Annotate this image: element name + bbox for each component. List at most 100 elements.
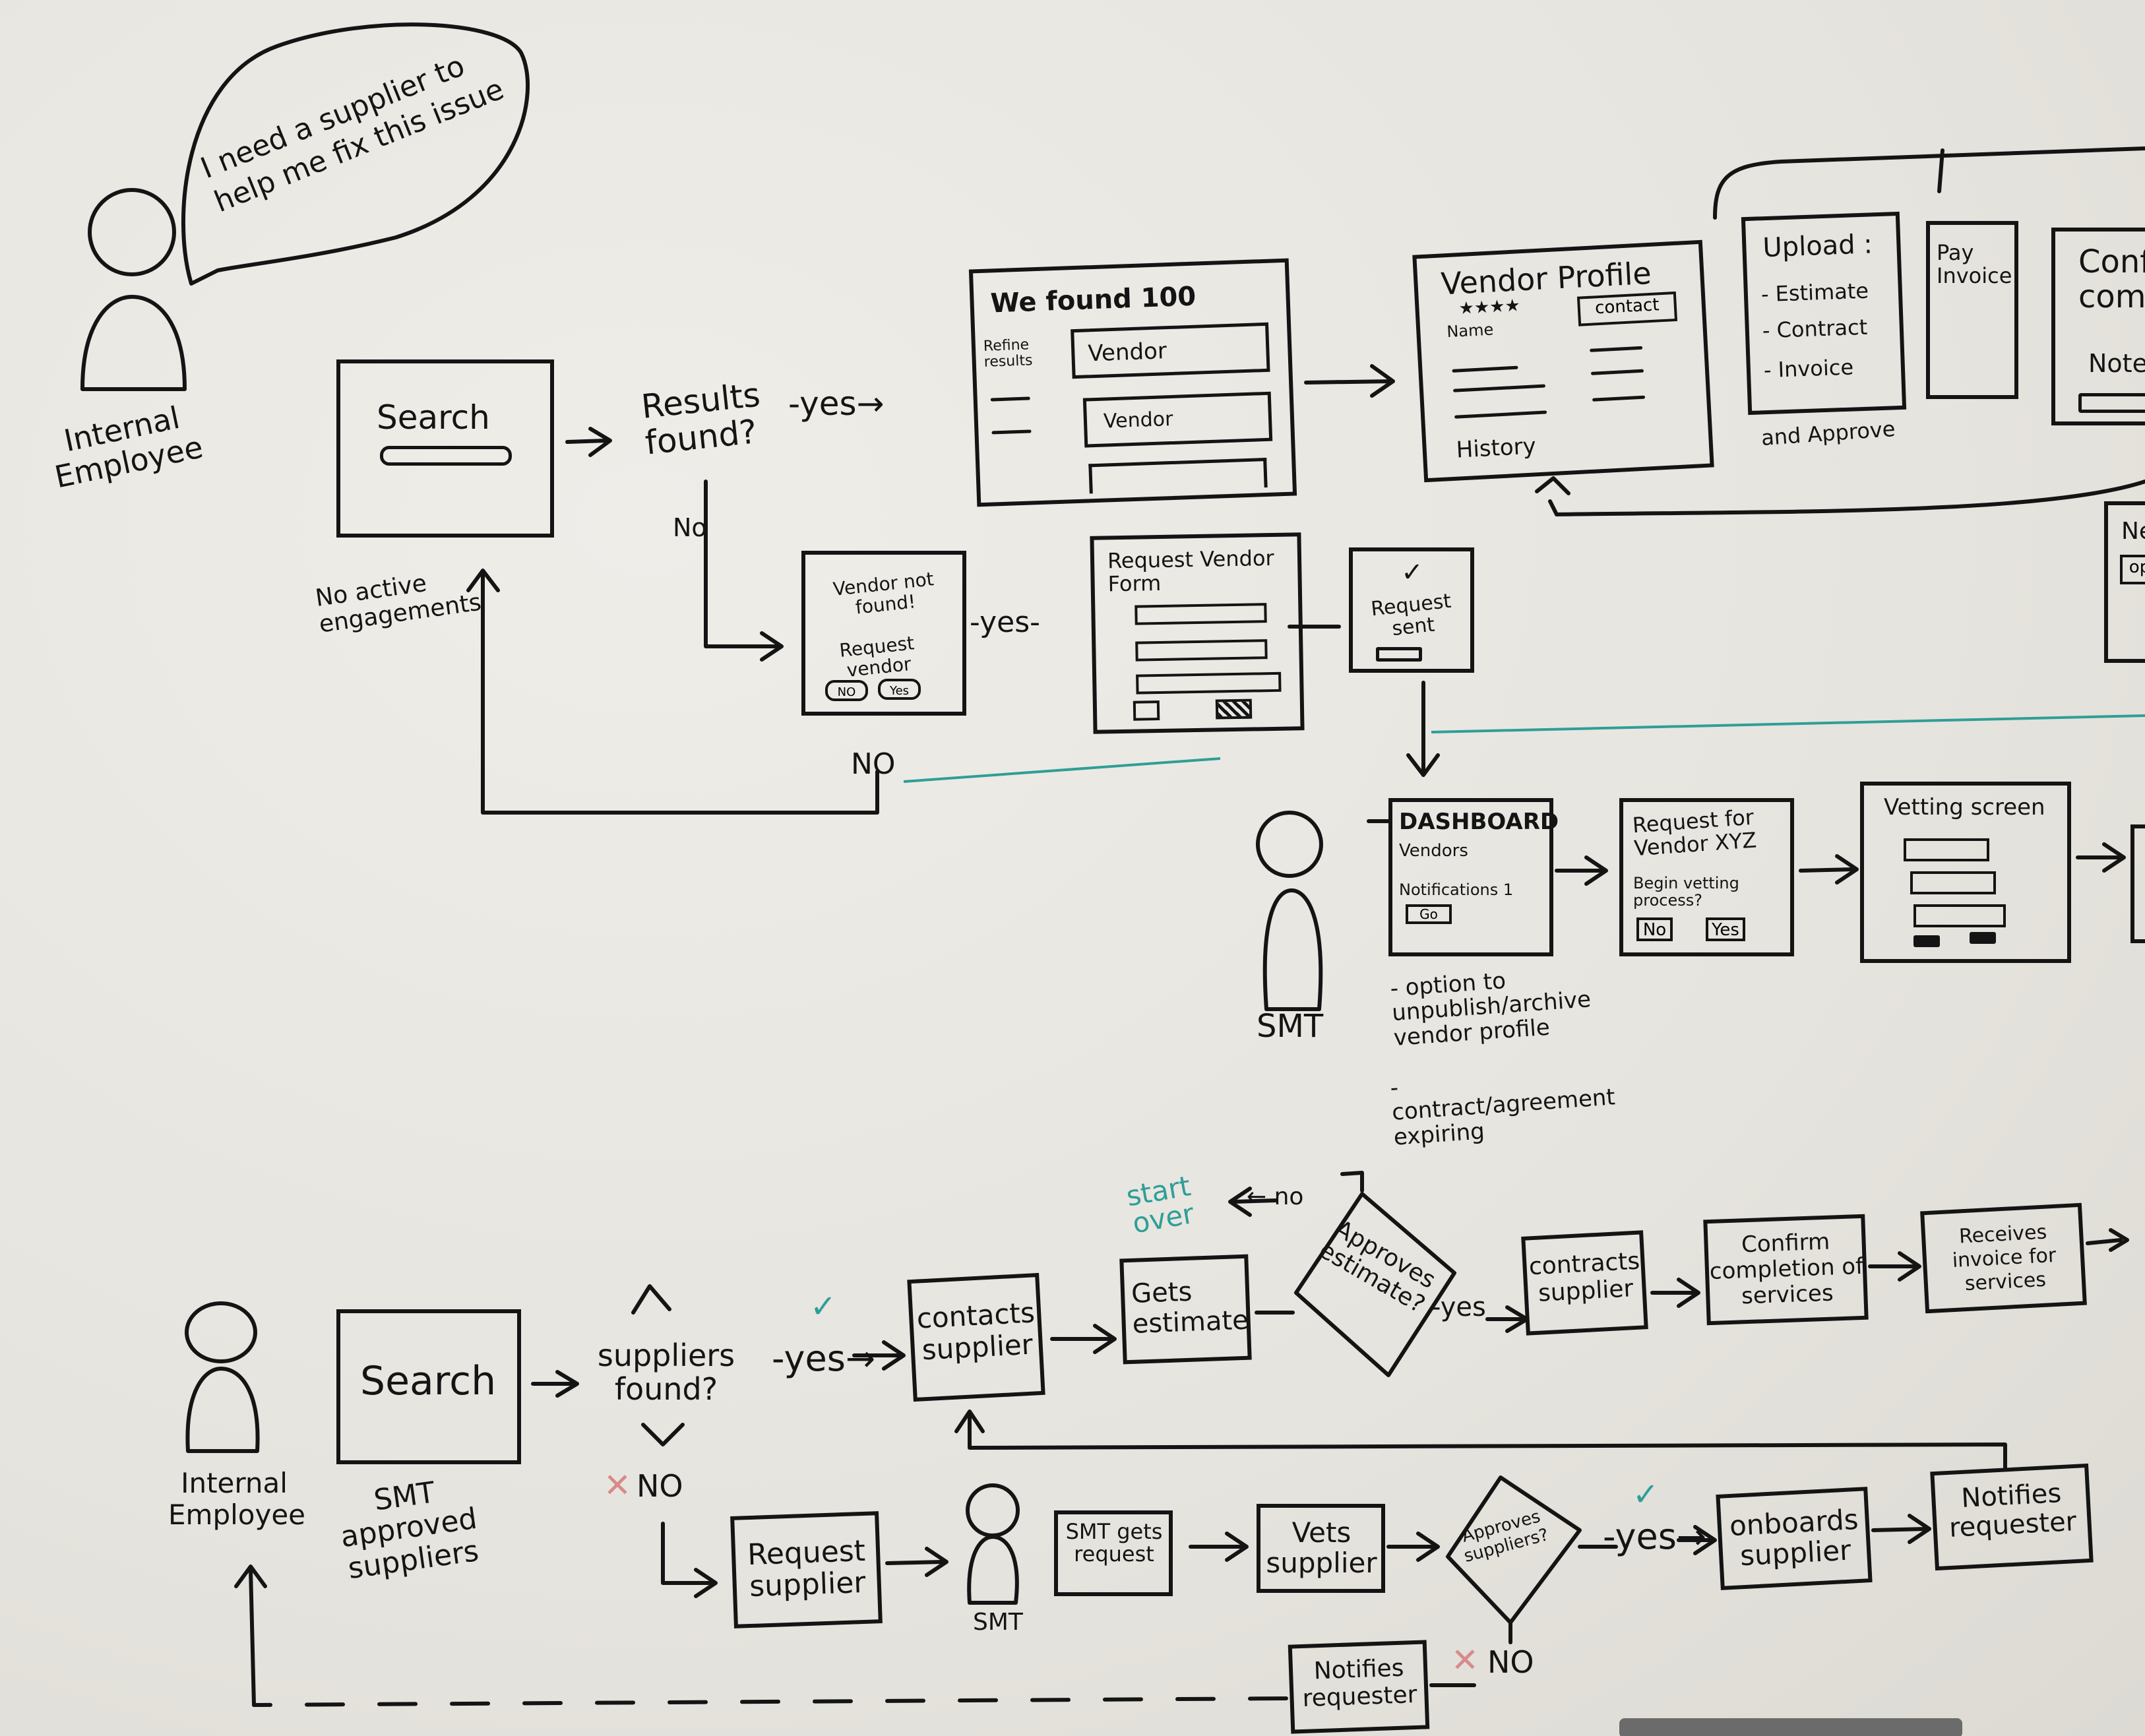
bracket-tick xyxy=(1937,148,1944,193)
vetting-item[interactable] xyxy=(1910,871,1996,894)
vendor-card-partial[interactable] xyxy=(1088,457,1268,494)
arrow-no-branch xyxy=(704,480,784,662)
dashboard-screen[interactable]: DASHBOARD Vendors Notifications 1 Go xyxy=(1388,798,1559,956)
vetting-approve[interactable] xyxy=(1970,932,1996,944)
refine-results[interactable]: Refine results xyxy=(983,336,1033,371)
request-form-field[interactable] xyxy=(1135,639,1268,662)
vendor-not-found-screen[interactable]: Vendor not found! Request vendor NO Yes xyxy=(801,551,966,716)
vendor-name-label: Name xyxy=(1446,320,1494,342)
vets-supplier-box[interactable]: Vets supplier xyxy=(1257,1504,1385,1593)
vendor-profile-screen[interactable]: Vendor Profile ★★★★ Name contact History xyxy=(1412,239,1714,483)
request-form-field[interactable] xyxy=(1135,603,1267,625)
smt-gets-request-label: SMT gets request xyxy=(1065,1519,1163,1566)
smt-gets-request-box[interactable]: SMT gets request xyxy=(1054,1510,1173,1596)
partial-panel[interactable]: Ne op xyxy=(2104,501,2145,663)
contact-button[interactable]: contact xyxy=(1576,291,1678,326)
notes-input[interactable] xyxy=(2078,393,2145,413)
profile-line xyxy=(1592,395,1646,402)
profile-line xyxy=(1454,410,1547,419)
not-found-yes-button[interactable]: Yes xyxy=(878,679,921,700)
vetting-item[interactable] xyxy=(1904,838,1989,861)
request-form-field[interactable] xyxy=(1136,671,1282,695)
refine-line xyxy=(990,396,1030,402)
vetting-screen-title: Vetting screen xyxy=(1884,794,2045,821)
request-form-cancel[interactable] xyxy=(1133,700,1160,721)
dashboard-go-button[interactable]: Go xyxy=(1406,904,1452,924)
request-form-submit[interactable] xyxy=(1215,698,1253,720)
vendor-card[interactable]: Vendor xyxy=(1082,391,1273,448)
vendor-card-label: Vendor xyxy=(1087,338,1167,367)
persona-body-smt-bottom xyxy=(967,1535,1019,1605)
upload-panel[interactable]: Upload : - Estimate - Contract - Invoice xyxy=(1741,211,1907,416)
profile-line xyxy=(1452,384,1546,392)
receives-invoice-box[interactable]: Receives invoice for services xyxy=(1920,1202,2087,1314)
dashboard-note-1: - option to unpublish/archive vendor pro… xyxy=(1389,968,1592,1051)
bottom-search-box[interactable]: Search xyxy=(336,1309,521,1464)
vetting-reject[interactable] xyxy=(1913,935,1940,947)
vetting-item[interactable] xyxy=(1913,904,2006,927)
results-title: We found 100 xyxy=(989,281,1197,319)
contracts-supplier-box[interactable]: contracts supplier xyxy=(1521,1230,1648,1336)
upload-item[interactable]: - Contract xyxy=(1762,314,1868,344)
search-input[interactable] xyxy=(380,446,512,466)
arrow-onboard-to-notify xyxy=(1871,1514,1931,1544)
contracts-supplier-label: contracts supplier xyxy=(1528,1247,1641,1308)
bottom-no-after-approve: NO xyxy=(1487,1644,1534,1680)
check-mark: ✓ xyxy=(810,1288,837,1325)
arrow-contracts-to-confirm xyxy=(1650,1278,1700,1308)
upload-item[interactable]: - Estimate xyxy=(1760,278,1869,307)
arrow-confirm-to-invoice xyxy=(1868,1251,1921,1282)
arrow-invoice-next xyxy=(2086,1228,2129,1252)
request-for-vendor-screen[interactable]: Request for Vendor XYZ Begin vetting pro… xyxy=(1619,798,1794,956)
arrow-yes-to-contacts xyxy=(852,1340,906,1371)
search-screen[interactable]: Search xyxy=(336,359,554,538)
profile-line xyxy=(1590,369,1644,375)
arrow-vets-to-approve xyxy=(1386,1532,1440,1562)
persona-head-bottom xyxy=(185,1301,257,1363)
results-screen[interactable]: We found 100 Refine results Vendor Vendo… xyxy=(968,258,1297,507)
confirm-panel-title: Conf compl xyxy=(2078,243,2145,315)
contacts-supplier-box[interactable]: contacts supplier xyxy=(907,1272,1045,1402)
vetting-yes-button[interactable]: Yes xyxy=(1706,917,1745,941)
arrow-search-to-decision xyxy=(565,427,612,457)
red-x-mark: ✕ xyxy=(604,1466,631,1504)
pay-invoice-label: Pay Invoice xyxy=(1937,240,2012,289)
persona-body-top xyxy=(80,295,187,391)
bottom-search-note: SMT approved suppliers xyxy=(338,1475,481,1586)
request-vendor-form[interactable]: Request Vendor Form xyxy=(1090,532,1305,734)
contacts-supplier-label: contacts supplier xyxy=(916,1296,1036,1367)
search-screen-title: Search xyxy=(377,398,490,437)
notifies-requester-label: Notifies requester xyxy=(1948,1478,2078,1543)
bottom-search-title: Search xyxy=(360,1358,497,1404)
arrow-no-start-over xyxy=(1228,1187,1278,1217)
confirm-panel-partial[interactable]: Conf compl Note xyxy=(2051,228,2145,425)
notifies-requester-box[interactable]: Notifies requester xyxy=(1930,1463,2094,1571)
dashboard-title: DASHBOARD xyxy=(1399,809,1559,835)
profile-line xyxy=(1452,365,1518,373)
dashboard-notifications: Notifications 1 xyxy=(1399,881,1514,899)
no-label-1: No xyxy=(673,513,707,542)
persona-label-smt: SMT xyxy=(1257,1008,1324,1045)
gets-estimate-box[interactable]: Gets estimate xyxy=(1119,1254,1252,1365)
not-found-sub: Request vendor xyxy=(838,632,916,681)
upload-item[interactable]: - Invoice xyxy=(1763,354,1854,383)
dashed-return-line xyxy=(252,1696,1288,1707)
request-sent-ok[interactable] xyxy=(1376,647,1422,662)
vendor-card[interactable]: Vendor xyxy=(1071,322,1270,379)
bottom-yes-onboard: -yes→ xyxy=(1603,1516,1707,1557)
request-sent-title: Request sent xyxy=(1369,589,1452,641)
notifies-requester-label-2: Notifies requester xyxy=(1301,1654,1418,1713)
request-supplier-box[interactable]: Request supplier xyxy=(730,1511,883,1628)
pay-invoice-panel[interactable]: Pay Invoice xyxy=(1926,221,2018,399)
partial-panel-button[interactable]: op xyxy=(2120,555,2145,584)
not-found-no-button[interactable]: NO xyxy=(825,680,868,701)
dashboard-vendors[interactable]: Vendors xyxy=(1399,841,1468,861)
onboards-supplier-box[interactable]: onboards supplier xyxy=(1716,1487,1873,1590)
vetting-screen[interactable]: Vetting screen xyxy=(1860,782,2071,963)
confirm-completion-box[interactable]: Confirm completion of services xyxy=(1703,1214,1869,1326)
check-mark-2: ✓ xyxy=(1632,1476,1660,1513)
request-sent-screen: ✓ Request sent xyxy=(1349,547,1474,673)
notifies-requester-box-2[interactable]: Notifies requester xyxy=(1288,1640,1430,1734)
vetting-no-button[interactable]: No xyxy=(1636,917,1673,941)
not-found-title: Vendor not found! xyxy=(832,568,935,619)
